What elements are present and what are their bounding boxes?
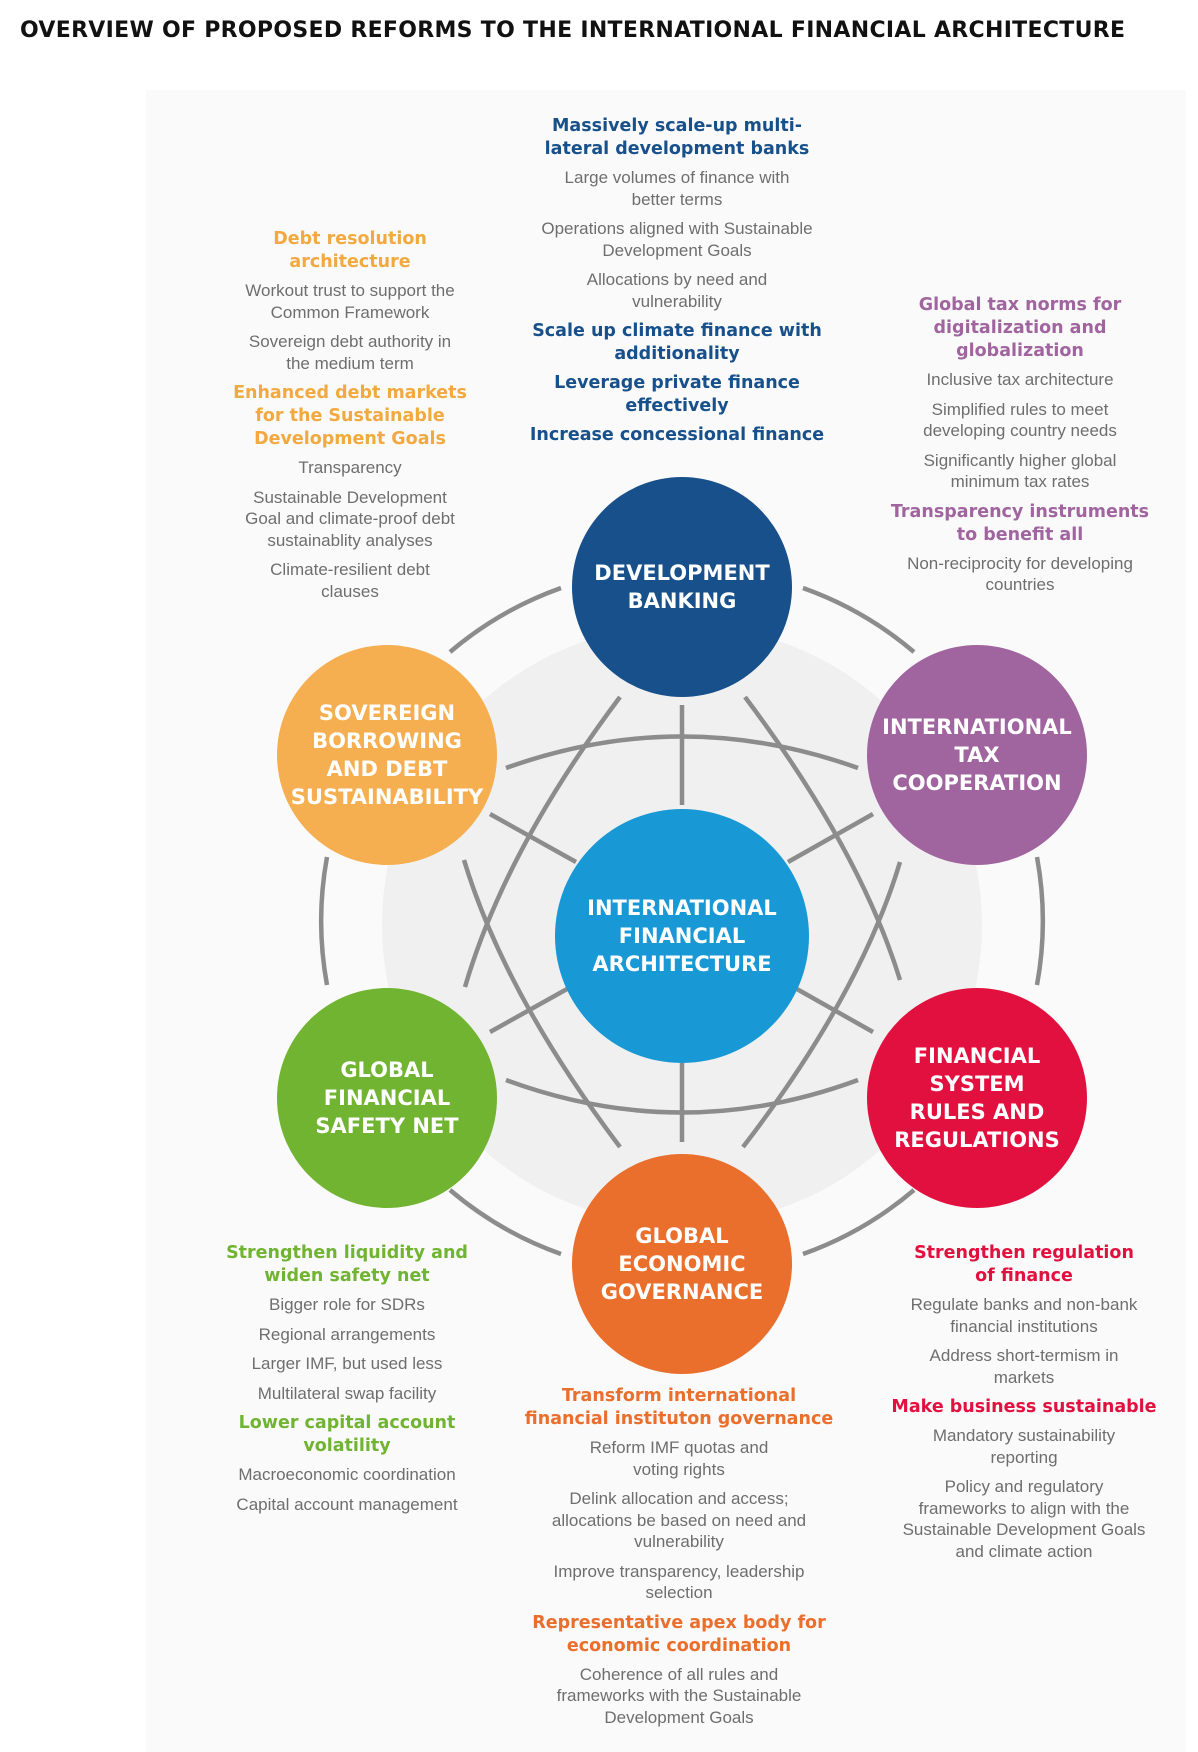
reform-item: Climate-resilient debt clauses (270, 560, 430, 601)
sovereign-debt-reforms: Debt resolution architecture Workout tru… (200, 228, 500, 610)
reform-item: Significantly higher global minimum tax … (923, 450, 1117, 492)
node-international-financial-architecture: INTERNATIONAL FINANCIAL ARCHITECTURE (555, 809, 809, 1063)
reform-item: Address short-termism in markets (929, 1346, 1119, 1387)
reform-item: Transparency (298, 458, 402, 477)
reform-heading: Scale up climate finance with additional… (532, 321, 822, 364)
reform-heading: Transform international financial instit… (524, 1386, 834, 1429)
reform-item: Sovereign debt authority in the medium t… (248, 332, 452, 373)
ring-arc-sovereign-development (448, 585, 562, 654)
node-international-tax-cooperation: INTERNATIONAL TAX COOPERATION (867, 645, 1087, 865)
node-financial-system-rules: FINANCIAL SYSTEM RULES AND REGULATIONS (867, 988, 1087, 1208)
reform-heading: Massively scale-up multi- lateral develo… (544, 116, 810, 159)
reform-item: Improve transparency, leadership selecti… (553, 1561, 805, 1603)
reform-heading: Increase concessional finance (529, 425, 825, 445)
financial-system-reforms: Strengthen regulation of finance Regulat… (876, 1242, 1172, 1570)
reform-heading: Debt resolution architecture (273, 229, 427, 272)
reform-heading: Strengthen liquidity and widen safety ne… (226, 1243, 468, 1286)
reform-item: Reform IMF quotas and voting rights (589, 1438, 769, 1479)
reform-item: Allocations by need and vulnerability (586, 270, 768, 311)
ring-arc-governance-safety-net (448, 1188, 562, 1257)
ring-arc-tax-financial-system (1034, 856, 1045, 986)
reform-item: Inclusive tax architecture (926, 370, 1114, 389)
reform-item: Larger IMF, but used less (251, 1354, 443, 1373)
reform-item: Large volumes of finance with better ter… (564, 168, 790, 209)
reform-item: Sustainable Development Goal and climate… (245, 487, 455, 550)
reform-heading: Make business sustainable (891, 1397, 1157, 1417)
development-banking-reforms: Massively scale-up multi- lateral develo… (497, 115, 857, 453)
page-title: OVERVIEW OF PROPOSED REFORMS TO THE INTE… (20, 18, 1126, 43)
reform-item: Workout trust to support the Common Fram… (245, 281, 455, 322)
node-global-financial-safety-net: GLOBAL FINANCIAL SAFETY NET (277, 988, 497, 1208)
arc-development-financial-system (743, 695, 903, 981)
ring-arc-development-tax (802, 585, 916, 654)
reform-item: Macroeconomic coordination (238, 1465, 456, 1484)
arc-sovereign-governance (461, 859, 622, 1149)
spoke-financial-system (786, 982, 875, 1034)
reform-item: Non-reciprocity for developing countries (907, 553, 1133, 595)
reform-heading: Representative apex body for economic co… (532, 1612, 826, 1656)
reform-heading: Enhanced debt markets for the Sustainabl… (233, 383, 467, 449)
international-tax-reforms: Global tax norms for digitalization and … (870, 294, 1170, 604)
safety-net-reforms: Strengthen liquidity and widen safety ne… (197, 1242, 497, 1523)
reform-item: Bigger role for SDRs (269, 1295, 425, 1314)
reform-item: Multilateral swap facility (257, 1383, 437, 1403)
reform-item: Delink allocation and access; allocation… (551, 1489, 807, 1551)
reform-heading: Leverage private finance effectively (554, 373, 800, 416)
arc-development-safety-net (462, 695, 622, 988)
reform-item: Coherence of all rules and frameworks wi… (556, 1664, 802, 1727)
ring-arc-safety-net-sovereign (319, 856, 330, 986)
reform-heading: Strengthen regulation of finance (914, 1243, 1134, 1286)
spoke-sovereign (488, 812, 578, 864)
spoke-tax (786, 812, 875, 864)
reform-item: Operations aligned with Sustainable Deve… (541, 219, 813, 260)
ring-arc-financial-system-governance (802, 1188, 916, 1257)
reform-item: Mandatory sustainability reporting (932, 1426, 1116, 1467)
reform-heading: Lower capital account volatility (238, 1413, 456, 1456)
reform-heading: Global tax norms for digitalization and … (918, 295, 1122, 361)
node-global-economic-governance: GLOBAL ECONOMIC GOVERNANCE (572, 1154, 792, 1374)
node-sovereign-borrowing: SOVEREIGN BORROWING AND DEBT SUSTAINABIL… (277, 645, 497, 865)
node-development-banking: DEVELOPMENT BANKING (572, 477, 792, 697)
governance-reforms: Transform international financial instit… (507, 1385, 851, 1736)
reform-item: Regulate banks and non-bank financial in… (910, 1295, 1138, 1336)
arc-tax-governance (741, 861, 903, 1149)
reform-heading: Transparency instruments to benefit all (890, 501, 1150, 545)
spoke-safety-net (488, 982, 578, 1034)
reform-item: Regional arrangements (258, 1324, 436, 1344)
reform-item: Policy and regulatory frameworks to alig… (902, 1477, 1146, 1561)
reform-item: Simplified rules to meet developing coun… (923, 399, 1117, 441)
reform-item: Capital account management (236, 1494, 458, 1514)
